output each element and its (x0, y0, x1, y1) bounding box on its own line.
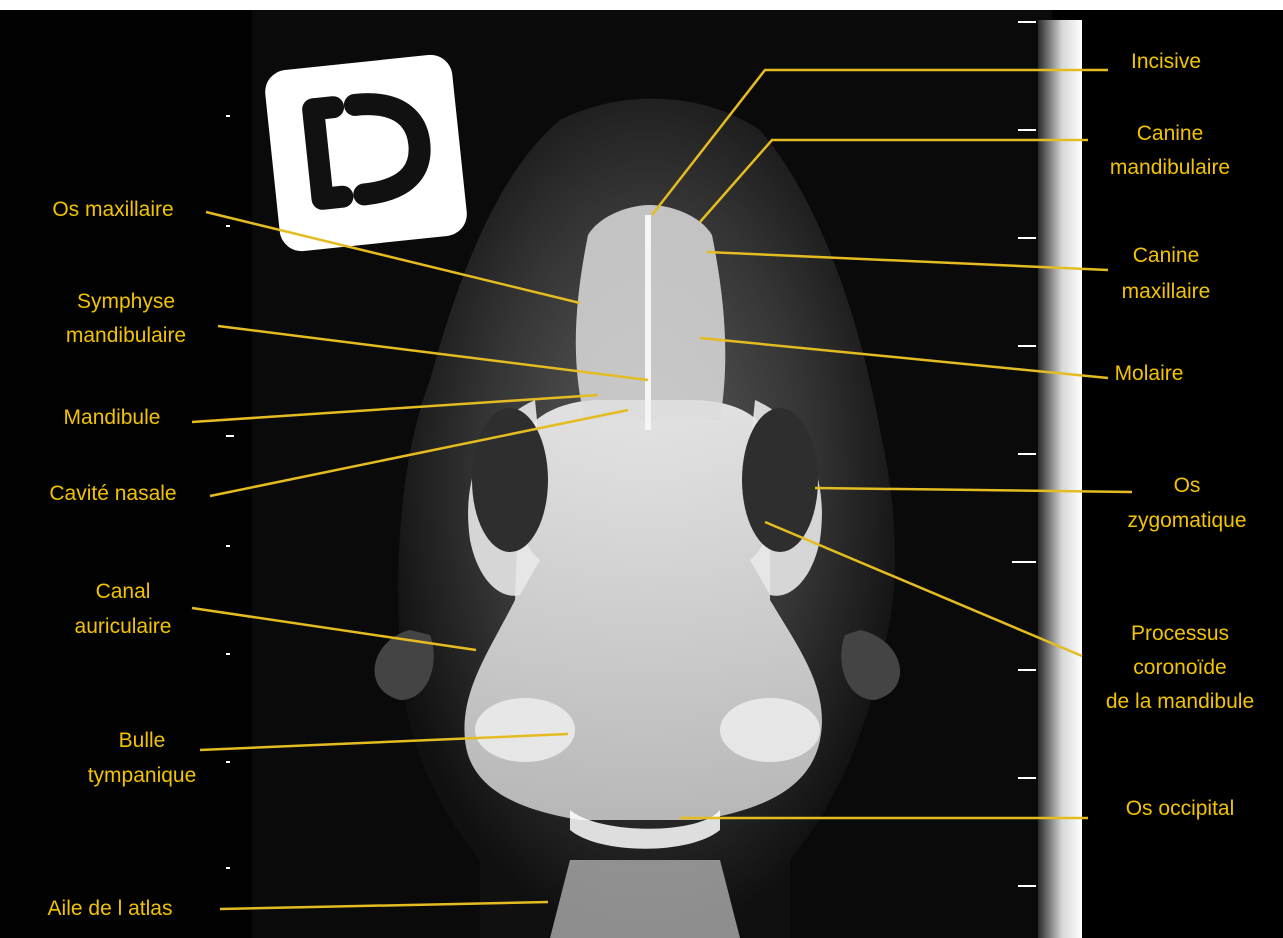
label-line: Bulle (119, 729, 166, 752)
label-line: Os maxillaire (52, 198, 173, 221)
label-incisive: Incisive (1131, 50, 1201, 73)
label-line: coronoïde (1133, 656, 1226, 679)
label-line: mandibulaire (1110, 156, 1230, 179)
brand-logo (263, 53, 469, 254)
label-line: Aile de l atlas (48, 897, 173, 920)
label-line: Os occipital (1126, 797, 1235, 820)
orbit-right (742, 408, 818, 552)
label-line: zygomatique (1127, 509, 1246, 532)
film-left-band (0, 10, 252, 938)
label-os-maxillaire: Os maxillaire (52, 198, 173, 221)
film-edge-strip (1038, 20, 1082, 938)
label-mandibule: Mandibule (64, 406, 161, 429)
label-line: Os (1174, 474, 1201, 497)
label-line: maxillaire (1122, 280, 1211, 303)
label-line: de la mandibule (1106, 690, 1254, 713)
label-line: Molaire (1115, 362, 1184, 385)
label-aile-atlas: Aile de l atlas (48, 897, 173, 920)
label-line: Canine (1133, 244, 1200, 267)
label-line: Canal (96, 580, 151, 603)
label-line: Incisive (1131, 50, 1201, 73)
label-cavite-nasale: Cavité nasale (49, 482, 176, 505)
label-line: mandibulaire (66, 324, 186, 347)
tympanic-bulla-left (475, 698, 575, 762)
label-os-occipital: Os occipital (1126, 797, 1235, 820)
label-line: Symphyse (77, 290, 175, 313)
label-line: Mandibule (64, 406, 161, 429)
atlas-vertebra (550, 860, 740, 938)
label-line: Cavité nasale (49, 482, 176, 505)
label-line: auriculaire (75, 615, 172, 638)
label-molaire: Molaire (1115, 362, 1184, 385)
label-line: Canine (1137, 122, 1204, 145)
tympanic-bulla-right (720, 698, 820, 762)
label-line: tympanique (88, 764, 197, 787)
label-line: Processus (1131, 622, 1229, 645)
